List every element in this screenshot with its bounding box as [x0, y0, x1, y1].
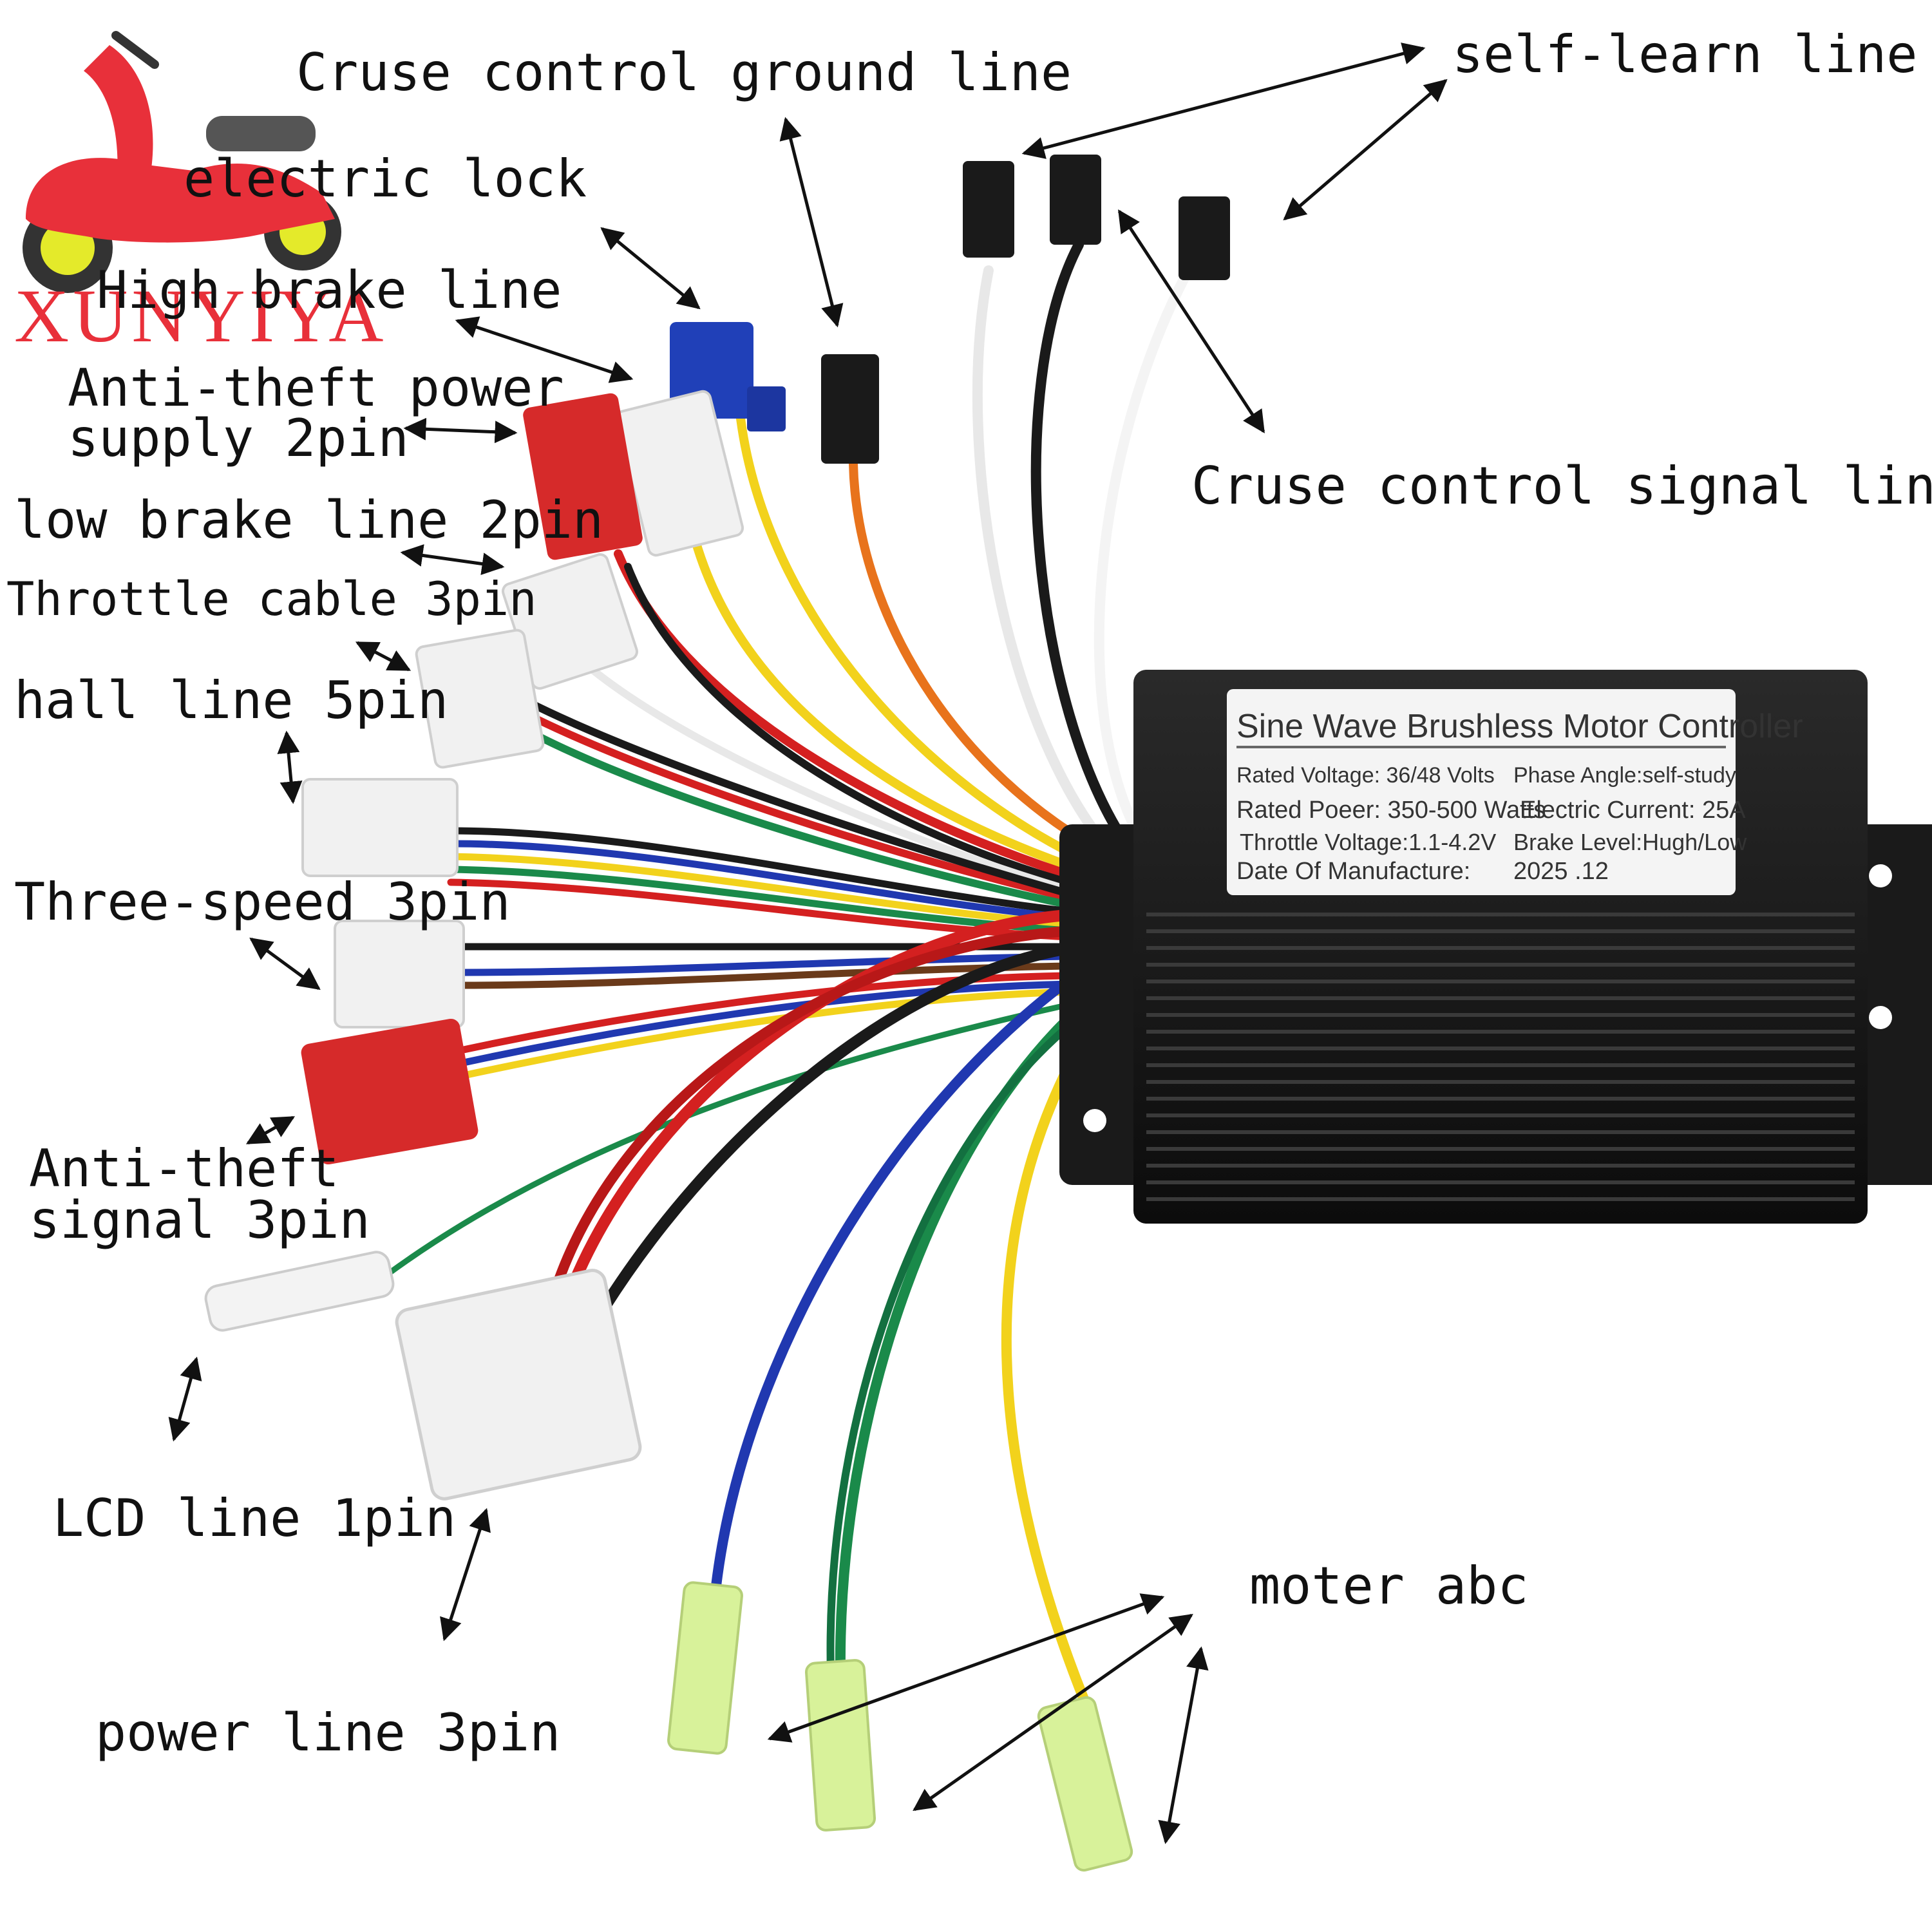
arrow-low-brake	[400, 544, 505, 575]
heatsink-fins	[1146, 913, 1855, 1201]
arrow-electric-lock	[600, 227, 701, 310]
label-hall: hall line 5pin	[14, 670, 448, 730]
pointer-arrows	[168, 43, 1448, 1844]
label-cruise-ground: Cruse control ground line	[296, 43, 1072, 102]
scooter-seat	[206, 116, 316, 151]
arrow-high-brake	[455, 316, 634, 383]
label-anti-theft-signal-2: signal 3pin	[29, 1190, 370, 1250]
connector-cruise-ground[interactable]	[821, 354, 879, 464]
spec-electric-current: Electric Current: 25A	[1520, 797, 1746, 824]
scooter-icon	[23, 31, 341, 293]
arrow-motor-c	[1158, 1646, 1209, 1844]
arrow-self-learn-b	[1283, 79, 1448, 221]
spec-brake-level: Brake Level:Hugh/Low	[1513, 829, 1747, 855]
wire-harness	[383, 240, 1190, 1731]
wire-self-learn-black	[1030, 240, 1135, 855]
label-electric-lock: electric lock	[184, 149, 587, 209]
connector-self-learn-b[interactable]	[1050, 155, 1101, 245]
wire-brake-yellow	[691, 536, 1093, 877]
wire-motor-green-2	[826, 1004, 1095, 1678]
connector-cruise-signal[interactable]	[1179, 196, 1230, 280]
spec-throttle-voltage: Throttle Voltage:1.1-4.2V	[1240, 829, 1496, 855]
terminal-motor-a[interactable]	[667, 1581, 743, 1755]
label-high-brake: High brake line	[97, 260, 562, 320]
spec-rated-power: Rated Poeer: 350-500 Watts	[1236, 797, 1546, 824]
arrow-lcd	[168, 1356, 202, 1442]
wire-lowbrake-white	[589, 666, 1079, 896]
label-three-speed: Three-speed 3pin	[14, 872, 511, 932]
connector-self-learn-a[interactable]	[963, 161, 1014, 258]
wire-signal-yellow	[460, 988, 1073, 1079]
spec-date-value: 2025 .12	[1513, 858, 1609, 885]
wire-antitheft-black	[624, 563, 1083, 889]
wire-throttle-black	[524, 698, 1078, 899]
arrow-throttle	[355, 641, 412, 672]
label-lcd: LCD line 1pin	[53, 1488, 456, 1548]
wire-hall-green	[447, 866, 1073, 934]
mount-hole-top	[1869, 864, 1892, 887]
brand-name: XUNYIYA	[14, 274, 388, 358]
arrow-cruise-signal	[1117, 209, 1265, 433]
arrow-power	[440, 1508, 491, 1642]
controller-box: Sine Wave Brushless Motor Controller Rat…	[1059, 670, 1932, 1224]
scooter-body	[26, 158, 335, 243]
label-motor: moter abc	[1249, 1556, 1528, 1616]
label-anti-theft-power-2: supply 2pin	[68, 408, 409, 468]
wire-signal-blue	[460, 980, 1073, 1066]
mount-hole-mid	[1869, 1006, 1892, 1029]
connector-hall[interactable]	[301, 778, 459, 877]
arrow-anti-theft-power	[403, 417, 518, 444]
arrow-self-learn-a	[1021, 43, 1426, 159]
wire-speed-blue	[453, 952, 1073, 976]
wire-throttle-green	[524, 727, 1073, 909]
wire-hall-black	[447, 827, 1073, 915]
wire-throttle-red	[524, 711, 1076, 902]
arrow-motor-b	[913, 1613, 1193, 1812]
terminal-motor-b[interactable]	[804, 1659, 876, 1832]
wire-self-learn-white	[972, 265, 1126, 868]
label-anti-theft-signal-1: Anti-theft	[29, 1139, 339, 1198]
arrow-anti-theft-signal	[245, 1115, 296, 1145]
connector-power[interactable]	[394, 1268, 642, 1501]
wire-electric-lock-yellow	[736, 414, 1103, 871]
arrow-three-speed	[249, 937, 321, 990]
terminal-motor-c[interactable]	[1037, 1696, 1133, 1872]
connector-three-speed[interactable]	[334, 920, 465, 1028]
wire-hall-yellow	[447, 853, 1073, 928]
label-low-brake: low brake line 2pin	[14, 490, 603, 550]
spec-phase-angle: Phase Angle:self-study	[1513, 763, 1736, 788]
wire-power-red	[561, 909, 1081, 1307]
connector-electric-lock-tab	[747, 386, 786, 431]
label-cruise-signal: Cruse control signal line	[1191, 456, 1932, 516]
callout-labels: Cruse control ground line self-learn lin…	[6, 24, 1932, 1763]
wire-lcd-green	[383, 1001, 1072, 1278]
wire-hall-blue	[447, 840, 1073, 922]
arrow-cruise-ground	[779, 117, 844, 328]
mount-hole-bottom	[1083, 1109, 1106, 1132]
spec-date-label: Date Of Manufacture:	[1236, 858, 1470, 885]
wire-power-red-2	[549, 925, 1079, 1300]
scooter-handlebar	[111, 31, 159, 69]
scooter-front-shield	[84, 45, 153, 193]
label-anti-theft-power-1: Anti-theft power	[68, 358, 564, 418]
wire-power-black	[587, 941, 1084, 1332]
connector-anti-theft-signal[interactable]	[299, 1018, 479, 1166]
spec-rated-voltage: Rated Voltage: 36/48 Volts	[1236, 763, 1495, 788]
connector-throttle[interactable]	[415, 629, 545, 769]
label-throttle: Throttle cable 3pin	[6, 572, 537, 626]
connector-anti-theft-power[interactable]	[522, 392, 643, 561]
wire-cruise-ground-orange	[849, 459, 1115, 861]
spec-label-background	[1227, 689, 1736, 895]
connector-lcd[interactable]	[204, 1250, 395, 1333]
controller-title: Sine Wave Brushless Motor Controller	[1236, 708, 1803, 745]
wire-motor-blue	[710, 961, 1094, 1602]
arrow-hall	[277, 730, 303, 804]
brand-logo: XUNYIYA	[14, 31, 388, 358]
label-self-learn: self-learn line	[1452, 24, 1917, 84]
label-power: power line 3pin	[95, 1703, 560, 1763]
